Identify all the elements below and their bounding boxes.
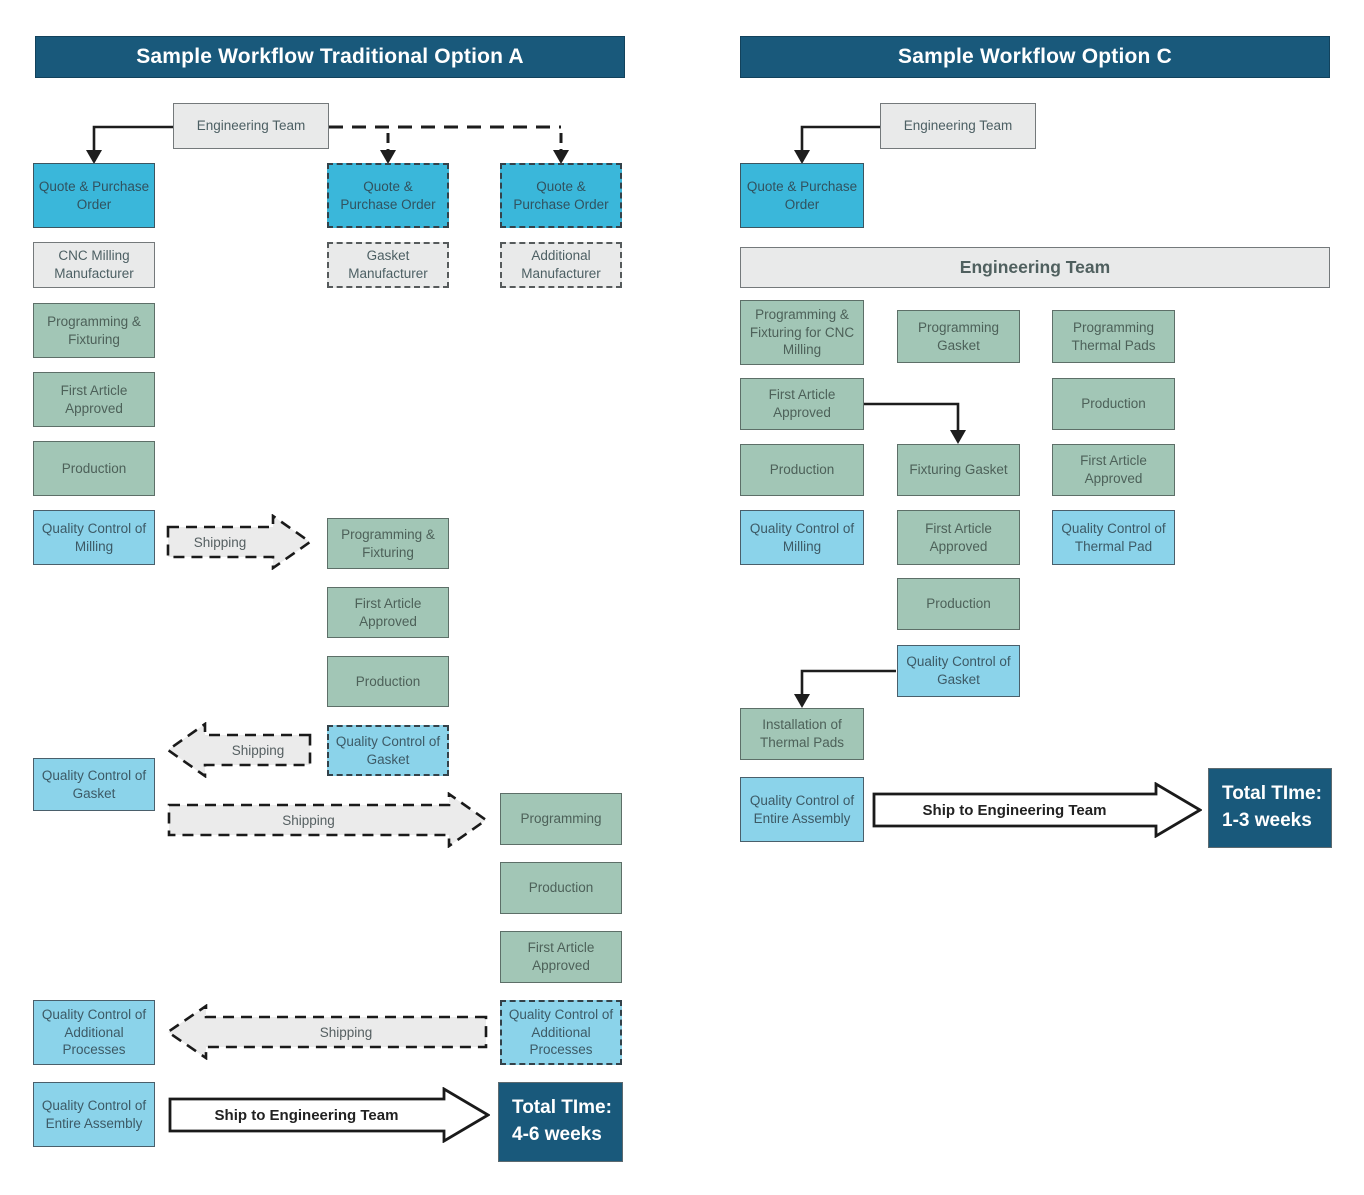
option-a-ship-to-engineering-arrow: Ship to Engineering Team	[168, 1086, 491, 1144]
option-c-first-article-approved-2: First Article Approved	[897, 510, 1020, 565]
option-a-first-article-approved-3: First Article Approved	[500, 931, 622, 983]
option-a-quality-control-additional-remote: Quality Control of Additional Processes	[500, 1000, 622, 1065]
option-a-cnc-milling-manufacturer: CNC Milling Manufacturer	[33, 242, 155, 288]
option-c-quality-control-gasket: Quality Control of Gasket	[897, 645, 1020, 697]
option-c-engineering-team-bar: Engineering Team	[740, 247, 1330, 288]
option-c-title: Sample Workflow Option C	[740, 36, 1330, 78]
option-c-production-1: Production	[740, 444, 864, 496]
option-c-installation-thermal-pads: Installation of Thermal Pads	[740, 708, 864, 760]
option-a-title: Sample Workflow Traditional Option A	[35, 36, 625, 78]
option-c-fixturing-gasket: Fixturing Gasket	[897, 444, 1020, 496]
option-c-quality-control-entire-assembly: Quality Control of Entire Assembly	[740, 777, 864, 842]
total-time-label: Total TIme:	[1222, 783, 1322, 805]
option-a-quote-purchase-order-1: Quote & Purchase Order	[33, 163, 155, 228]
option-a-quote-purchase-order-2: Quote & Purchase Order	[327, 163, 449, 228]
option-a-quality-control-entire-assembly: Quality Control of Entire Assembly	[33, 1082, 155, 1147]
option-a-quality-control-gasket-remote: Quality Control of Gasket	[327, 725, 449, 776]
option-c-engineering-team: Engineering Team	[880, 103, 1036, 149]
option-a-additional-manufacturer: Additional Manufacturer	[500, 242, 622, 288]
option-a-quality-control-gasket-home: Quality Control of Gasket	[33, 758, 155, 811]
shipping-label: Shipping	[231, 742, 285, 758]
option-c-quality-control-thermal-pad: Quality Control of Thermal Pad	[1052, 510, 1175, 565]
option-a-total-time: Total TIme: 4-6 weeks	[498, 1082, 623, 1162]
total-time-value: 4-6 weeks	[512, 1124, 602, 1145]
option-a-shipping-arrow-2: Shipping	[165, 721, 312, 779]
shipping-label: Shipping	[193, 534, 247, 550]
option-a-first-article-approved-2: First Article Approved	[327, 587, 449, 638]
option-a-programming-fixturing-2: Programming & Fixturing	[327, 518, 449, 569]
option-c-production-2: Production	[897, 578, 1020, 630]
option-c-quote-purchase-order: Quote & Purchase Order	[740, 163, 864, 228]
option-a-quality-control-additional-home: Quality Control of Additional Processes	[33, 1000, 155, 1065]
ship-to-engineering-label: Ship to Engineering Team	[214, 1106, 399, 1124]
option-a-production-1: Production	[33, 441, 155, 496]
shipping-label: Shipping	[282, 812, 335, 828]
option-a-production-2: Production	[327, 656, 449, 707]
option-a-shipping-arrow-1: Shipping	[166, 513, 313, 571]
option-c-quality-control-milling: Quality Control of Milling	[740, 510, 864, 565]
option-a-first-article-approved-1: First Article Approved	[33, 372, 155, 427]
option-a-production-3: Production	[500, 862, 622, 914]
option-c-first-article-approved-1: First Article Approved	[740, 378, 864, 430]
option-a-shipping-arrow-4: Shipping	[165, 1003, 488, 1061]
option-c-programming-gasket: Programming Gasket	[897, 310, 1020, 363]
ship-to-engineering-label: Ship to Engineering Team	[922, 801, 1107, 819]
option-a-gasket-manufacturer: Gasket Manufacturer	[327, 242, 449, 288]
option-a-quality-control-milling: Quality Control of Milling	[33, 510, 155, 565]
option-c-ship-to-engineering-arrow: Ship to Engineering Team	[872, 781, 1203, 839]
total-time-value: 1-3 weeks	[1222, 810, 1312, 831]
option-c-total-time: Total TIme: 1-3 weeks	[1208, 768, 1332, 848]
option-a-engineering-team: Engineering Team	[173, 103, 329, 149]
option-a-shipping-arrow-3: Shipping	[167, 791, 489, 849]
option-a-programming-fixturing-1: Programming & Fixturing	[33, 303, 155, 358]
option-c-production-3: Production	[1052, 378, 1175, 430]
option-c-programming-fixturing-cnc: Programming & Fixturing for CNC Milling	[740, 300, 864, 365]
total-time-label: Total TIme:	[512, 1097, 612, 1119]
option-a-programming-3: Programming	[500, 793, 622, 845]
shipping-label: Shipping	[319, 1024, 373, 1040]
option-c-first-article-approved-3: First Article Approved	[1052, 444, 1175, 496]
option-c-programming-thermal-pads: Programming Thermal Pads	[1052, 310, 1175, 363]
option-a-quote-purchase-order-3: Quote & Purchase Order	[500, 163, 622, 228]
